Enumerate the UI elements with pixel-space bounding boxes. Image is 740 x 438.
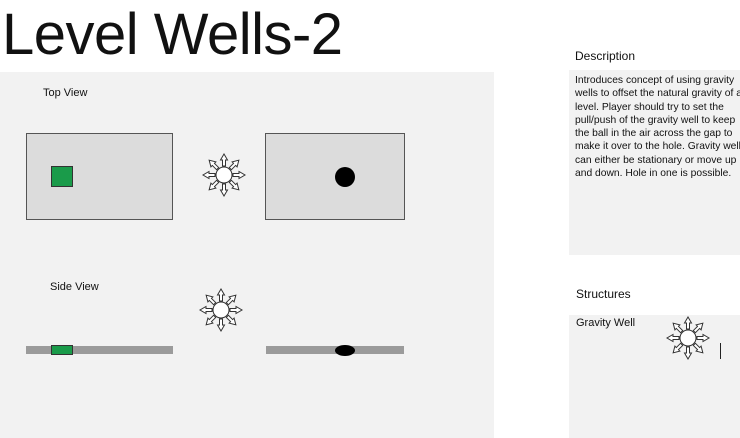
page-title: Level Wells-2 [2,2,343,67]
top-view-hole [335,167,355,187]
description-panel [569,70,740,255]
side-view-start-ground [26,346,173,354]
structure-gravity-well-label: Gravity Well [576,317,636,329]
structures-heading: Structures [576,287,631,301]
description-text: Introduces concept of using gravity well… [575,75,740,180]
structures-panel [569,315,740,438]
diagram-panel [0,72,494,438]
top-view-start-block [51,166,73,187]
description-heading: Description [575,49,636,63]
side-view-start-block [51,345,73,355]
top-view-start-platform [26,133,173,220]
side-view-hole [335,345,355,356]
top-view-gravity-well-icon [202,153,246,197]
top-view-label: Top View [43,87,88,99]
text-cursor-mark [720,343,721,359]
side-view-label: Side View [50,281,99,293]
side-view-gravity-well-icon [199,288,243,332]
gravity-well-icon [666,316,710,360]
